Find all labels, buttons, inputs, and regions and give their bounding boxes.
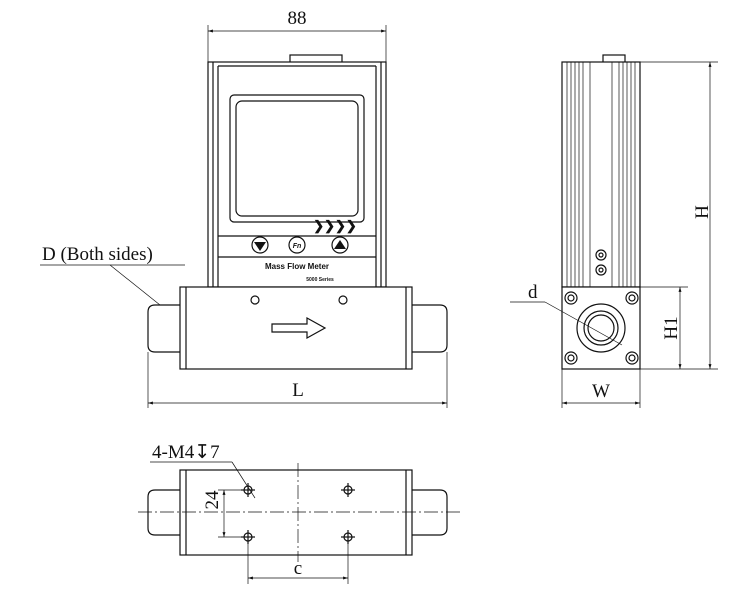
fitting-bore [576,303,626,353]
side-view: d H H1 W [510,54,718,408]
series-label: 5000 Series [306,277,334,283]
base-bottom [179,469,413,556]
right-fitting [412,489,448,536]
width-dimension: 88 [288,8,307,29]
left-fitting [147,304,180,353]
up-button [331,236,349,254]
fn-button [288,236,306,254]
base-height-dimension: H1 [661,316,682,339]
flow-chevrons-icon: ❯❯❯❯ [313,218,357,234]
length-dimension: L [292,380,304,401]
front-view: 88 ❯❯❯❯ Fn Mass Flow Meter 5000 Series D… [40,8,448,408]
down-arrow-icon [254,242,266,251]
thread-label: 4-M4↧7 [152,442,220,463]
flow-direction-arrow-icon [271,316,327,340]
display-housing [207,61,387,288]
width-w-dimension: W [592,381,610,402]
port-label: D (Both sides) [42,244,153,265]
base-block [179,286,413,370]
right-fitting [412,304,448,353]
port-leader [109,264,161,306]
down-button [251,236,269,254]
screen [235,100,359,217]
hole-spacing-dimension: 24 [202,490,223,510]
height-dimension: H [692,205,713,219]
bore-label: d [528,282,538,303]
bottom-view: 4-M4↧7 24 c [138,442,460,584]
left-fitting [147,489,180,536]
product-name: Mass Flow Meter [265,262,329,271]
fn-label: Fn [293,243,302,250]
hole-pitch-dimension: c [294,558,302,579]
up-arrow-icon [334,240,346,249]
